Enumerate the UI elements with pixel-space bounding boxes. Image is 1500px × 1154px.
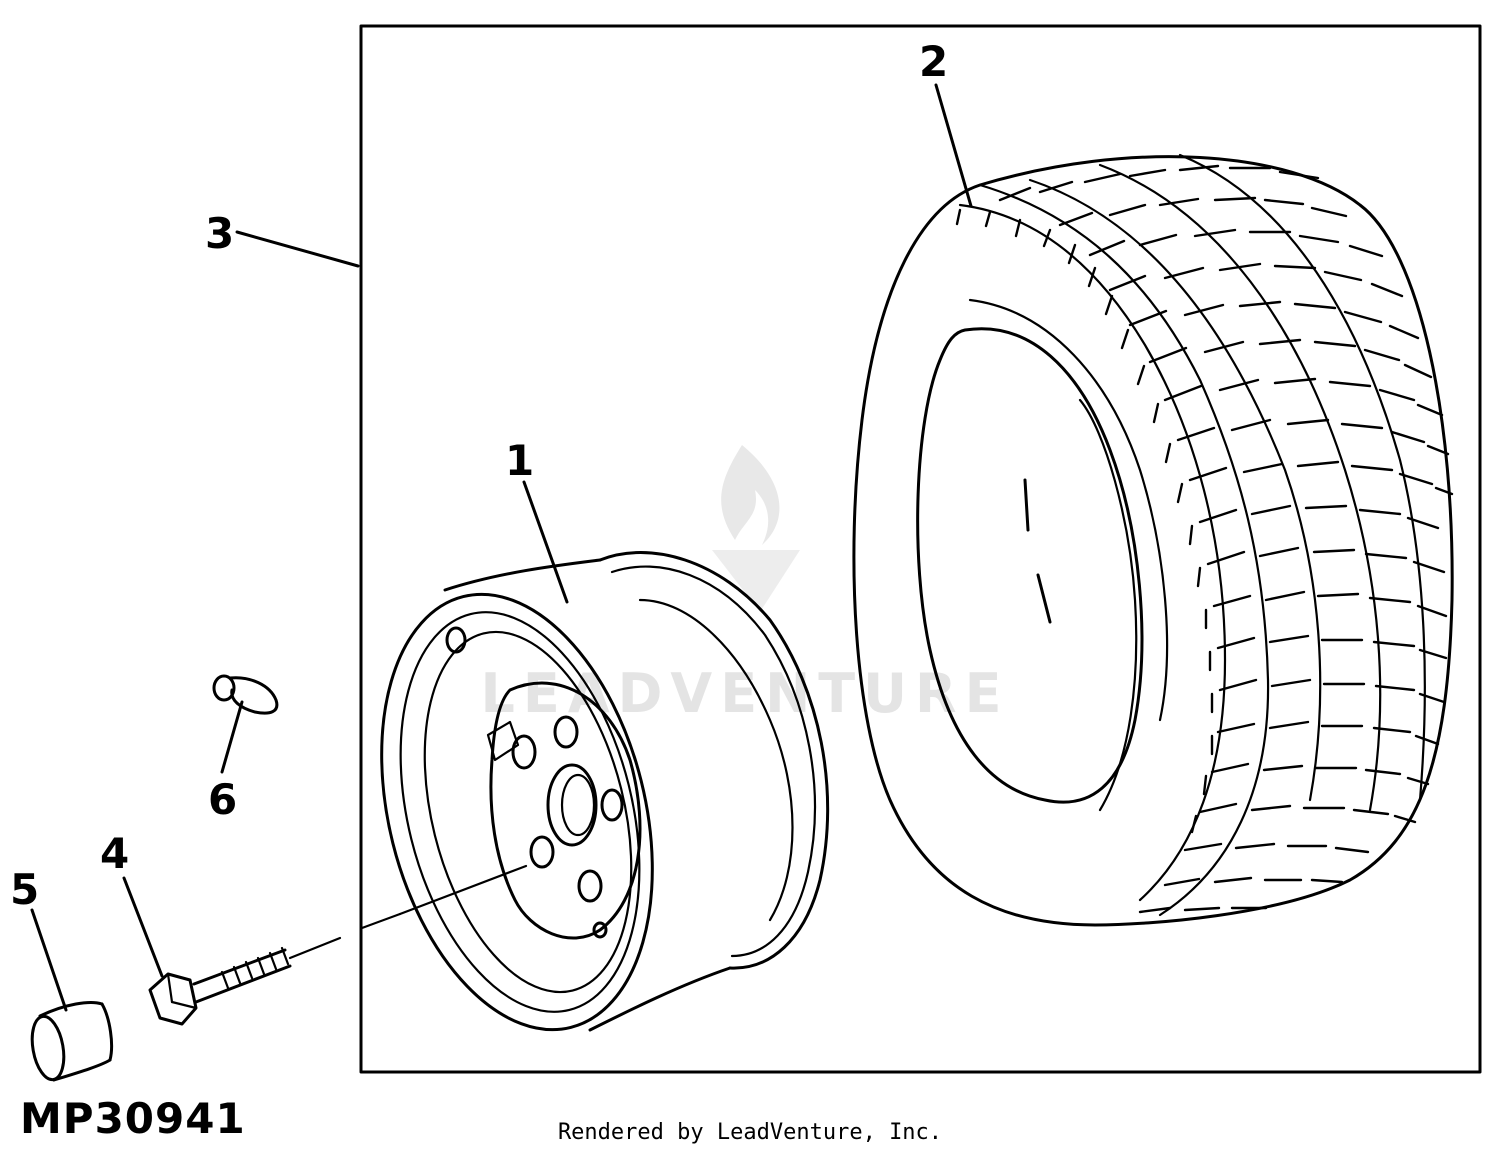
callout-3: 3 bbox=[205, 209, 234, 258]
tread-pattern bbox=[955, 164, 1454, 914]
callout-5: 5 bbox=[10, 865, 39, 914]
leader-line-2 bbox=[934, 83, 973, 208]
callout-4: 4 bbox=[100, 829, 129, 878]
bolt-axis-line-dash bbox=[360, 912, 402, 930]
leader-line-5 bbox=[30, 908, 68, 1012]
watermark: LEADVENTURE bbox=[481, 445, 1010, 725]
leader-line-1b bbox=[398, 864, 528, 916]
watermark-text: LEADVENTURE bbox=[481, 662, 1010, 725]
figure-id: MP30941 bbox=[20, 1094, 246, 1143]
leader-line-4 bbox=[122, 876, 164, 978]
render-credit: Rendered by LeadVenture, Inc. bbox=[557, 1120, 943, 1145]
watermark-flame-icon bbox=[721, 445, 780, 545]
callout-2: 2 bbox=[919, 37, 948, 86]
leader-line-6 bbox=[220, 700, 244, 774]
lug-bolt bbox=[148, 946, 292, 1026]
bolt-axis-line bbox=[288, 936, 342, 960]
watermark-v-mark bbox=[712, 550, 800, 612]
leader-line-3 bbox=[235, 230, 360, 268]
callout-1: 1 bbox=[505, 436, 534, 485]
callout-6: 6 bbox=[208, 775, 237, 824]
leader-line-1 bbox=[522, 480, 569, 604]
assembly-box bbox=[359, 24, 1482, 1074]
cap-nut bbox=[30, 1001, 114, 1082]
valve-stem bbox=[212, 674, 279, 715]
wheel-rim bbox=[380, 551, 830, 1032]
tire bbox=[852, 153, 1454, 927]
